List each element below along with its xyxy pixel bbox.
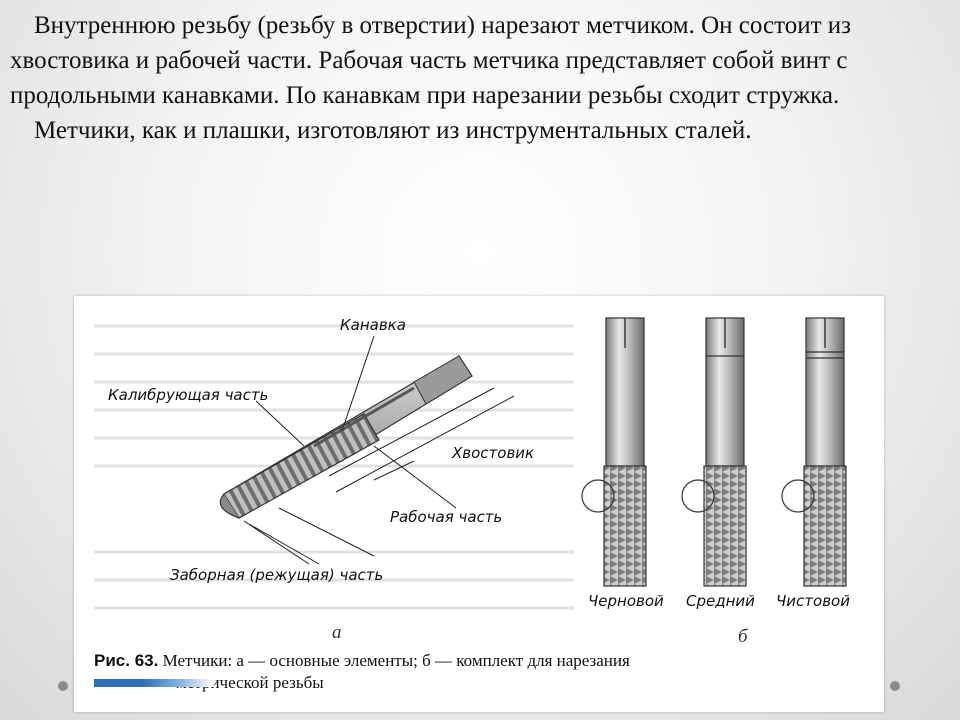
body-text: Внутреннюю резьбу (резьбу в отверстии) н… bbox=[10, 8, 950, 148]
diagram-a-leaders bbox=[243, 335, 515, 565]
taps-illustration bbox=[94, 317, 847, 610]
tap-diagram-a bbox=[219, 355, 473, 519]
caption-figure-number: Рис. 63. bbox=[94, 651, 159, 670]
label-middle: Средний bbox=[686, 592, 755, 610]
tap-set-b bbox=[581, 317, 847, 587]
figure-caption: Рис. 63. Метчики: а — основные элементы;… bbox=[94, 650, 864, 694]
slide-nav-dot-right[interactable] bbox=[890, 681, 900, 691]
label-groove: Канавка bbox=[340, 316, 406, 334]
paragraph-1: Внутреннюю резьбу (резьбу в отверстии) н… bbox=[10, 12, 852, 109]
label-calibrating: Калибрующая часть bbox=[108, 386, 269, 404]
sublabel-a: а bbox=[332, 622, 342, 643]
label-shank: Хвостовик bbox=[452, 444, 535, 462]
label-rough: Черновой bbox=[588, 592, 664, 610]
figure-taps: Канавка Калибрующая часть Хвостовик Рабо… bbox=[74, 296, 884, 712]
sublabel-b: б bbox=[738, 626, 748, 647]
caption-line-1: Метчики: а — основные элементы; б — комп… bbox=[162, 651, 630, 670]
label-cutting: Заборная (режущая) часть bbox=[170, 566, 384, 584]
label-finish: Чистовой bbox=[776, 592, 850, 610]
slide-nav-dot-left[interactable] bbox=[58, 681, 68, 691]
caption-color-bar bbox=[94, 679, 214, 687]
paragraph-2: Метчики, как и плашки, изготовляют из ин… bbox=[34, 117, 752, 144]
caption-line-2: метрической резьбы bbox=[176, 673, 324, 692]
label-working: Рабочая часть bbox=[390, 508, 503, 526]
